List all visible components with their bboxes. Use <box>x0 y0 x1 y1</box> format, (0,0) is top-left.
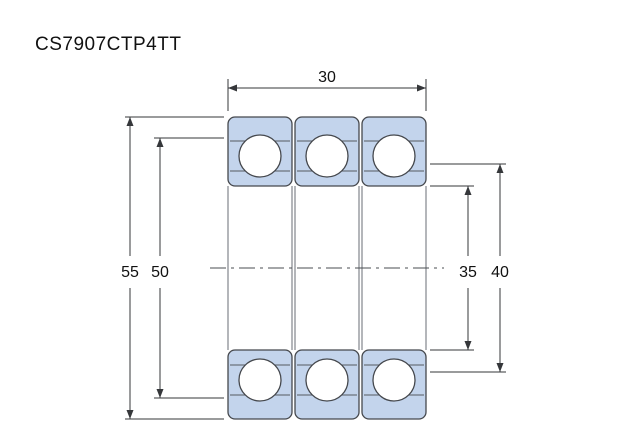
arrowhead-up <box>156 138 164 147</box>
dimension-outer-diameter: 55 <box>121 116 224 420</box>
dimension-width-label: 30 <box>318 69 336 86</box>
arrowhead-up <box>126 117 134 126</box>
dimension-bore-label: 35 <box>459 264 477 281</box>
dimension-inner-shoulder: 40 <box>430 163 509 373</box>
arrowhead-down <box>126 410 134 419</box>
dimension-inner-shoulder-label: 40 <box>491 264 509 281</box>
bearing-ball <box>305 358 349 402</box>
bearing-ball <box>372 134 416 178</box>
arrowhead-right <box>417 84 426 92</box>
arrowhead-down <box>496 363 504 372</box>
bearing-ball <box>238 134 282 178</box>
dimension-width: 30 <box>227 69 427 111</box>
arrowhead-up <box>496 164 504 173</box>
dimension-outer-shoulder-label: 50 <box>151 264 169 281</box>
top-ring-row <box>227 116 427 187</box>
dimension-outer-diameter-label: 55 <box>121 264 139 281</box>
dimension-bore: 35 <box>430 185 477 351</box>
bearing-ball <box>305 134 349 178</box>
part-number-title: CS7907CTP4TT <box>35 34 181 55</box>
bottom-ring-row <box>227 349 427 420</box>
arrowhead-up <box>464 186 472 195</box>
dimension-outer-shoulder: 50 <box>151 137 224 399</box>
arrowhead-down <box>156 389 164 398</box>
bearing-ball <box>238 358 282 402</box>
arrowhead-down <box>464 341 472 350</box>
bearing-ball <box>372 358 416 402</box>
arrowhead-left <box>228 84 237 92</box>
